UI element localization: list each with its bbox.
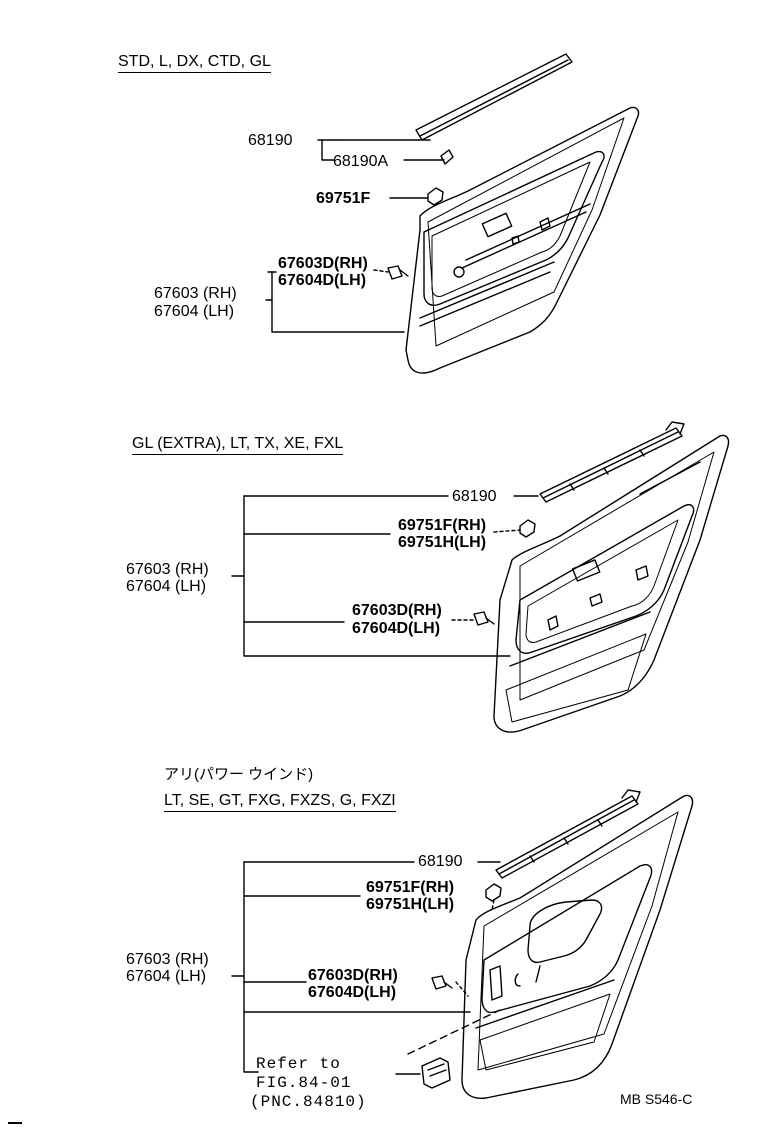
section-2-leaders [231,495,539,657]
part-number-67603-rh: 67603 (RH) [126,951,209,968]
part-number-67603d-code: 67603D [352,602,409,619]
part-number-69751h-code: 69751H [398,534,455,551]
section-1-title: STD, L, DX, CTD, GL [118,53,271,73]
part-number-69751h: 69751H(LH) [398,534,486,551]
part-number-67603-rh: 67603 (RH) [126,561,209,578]
part-number-67603d-code: 67603D [308,967,365,984]
screw-icon [387,265,409,280]
weatherstrip-68190-icon [495,789,641,879]
part-number-67604d: 67604D(LH) [352,620,440,637]
part-number-67604-lh: 67604 (LH) [126,578,207,595]
part-number-67603d-code: 67603D [278,255,335,272]
part-number-67604-lh: 67604 (LH) [126,968,207,985]
part-number-67603d: 67603D(RH) [278,255,368,272]
part-number-69751h: 69751H(LH) [366,896,454,913]
section-1-leaders [265,139,445,333]
power-window-switch-icon [421,1057,451,1089]
section-3-drawing [231,789,694,1099]
screw-icon [431,975,453,990]
part-number-67604d-code: 67604D [308,984,365,1001]
lh-tag: (LH) [454,534,487,551]
part-number-67604d: 67604D(LH) [278,272,366,289]
part-number-67603d: 67603D(RH) [308,967,398,984]
door-trim-panel-2-icon [493,434,730,733]
refer-to-line-2: FIG.84-01 [256,1074,352,1092]
weatherstrip-68190-icon [415,53,573,141]
section-2-title: GL (EXTRA), LT, TX, XE, FXL [132,435,344,455]
part-number-67603-rh: 67603 (RH) [154,285,237,302]
part-number-69751h-code: 69751H [366,896,423,913]
section-3-leaders [231,861,501,1075]
part-number-69751f-code: 69751F [398,517,453,534]
section-3-subtitle: アリ(パワー ウインド) [164,766,314,783]
part-number-67604d: 67604D(LH) [308,984,396,1001]
part-number-68190a: 68190A [333,153,389,170]
corner-dash [8,1122,22,1124]
refer-to-line-3: (PNC.84810) [250,1093,367,1111]
part-number-67604d-code: 67604D [278,272,335,289]
lh-tag: (LH) [364,984,397,1001]
clip-69751-icon [485,883,502,902]
rh-tag: (RH) [364,967,398,984]
part-number-67604-lh: 67604 (LH) [154,303,235,320]
clip-69751f-icon [427,187,444,206]
figure-code: MB S546-C [620,1091,693,1107]
door-trim-panel-1-icon [405,106,640,374]
part-number-68190: 68190 [452,488,497,505]
part-number-68190: 68190 [248,132,293,149]
part-number-69751f: 69751F [316,190,371,207]
lh-tag: (LH) [422,896,455,913]
lh-tag: (LH) [408,620,441,637]
clip-69751-icon [519,519,536,538]
part-number-69751f: 69751F(RH) [398,517,486,534]
part-number-67604d-code: 67604D [352,620,409,637]
door-trim-panel-3-icon [461,794,694,1099]
part-number-67603d: 67603D(RH) [352,602,442,619]
lh-tag: (LH) [334,272,367,289]
rh-tag: (RH) [420,879,455,896]
part-number-68190: 68190 [418,853,463,870]
rh-tag: (RH) [334,255,368,272]
screw-icon [473,611,495,626]
part-number-69751f: 69751F(RH) [366,879,454,896]
section-1-drawing [265,53,640,374]
rh-tag: (RH) [452,517,487,534]
weatherstrip-68190-icon [539,421,685,503]
refer-to-line-1: Refer to [256,1055,341,1073]
rh-tag: (RH) [408,602,442,619]
part-number-69751f-code: 69751F [366,879,421,896]
section-2-drawing [231,421,730,733]
section-3-title: LT, SE, GT, FXG, FXZS, G, FXZI [164,792,396,812]
weatherstrip-end-68190a-icon [440,149,454,165]
